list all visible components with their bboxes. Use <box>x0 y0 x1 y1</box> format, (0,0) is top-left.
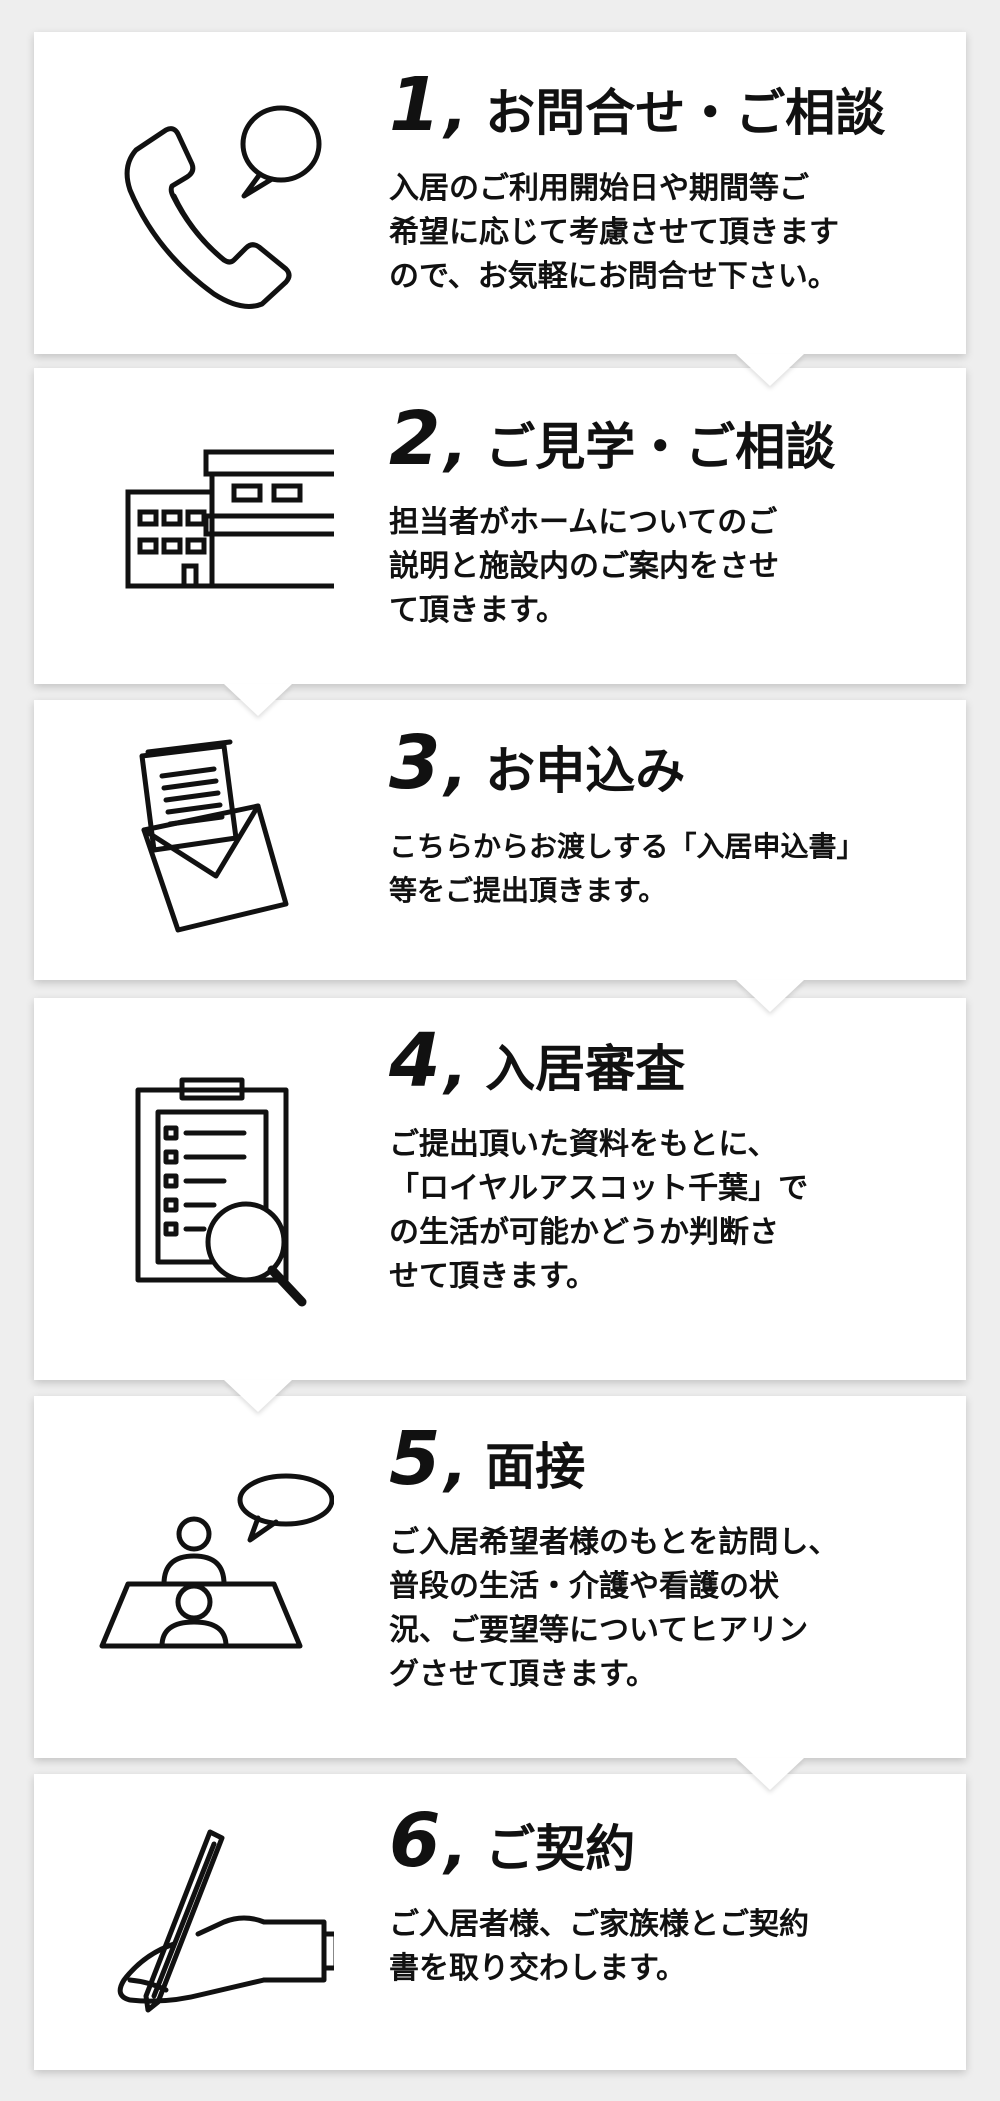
step-number: 1 <box>389 62 440 148</box>
arrow-down-notch <box>736 354 804 386</box>
step-6-text: 6, ご契約 ご入居者様、ご家族様とご契約 書を取り交わします。 <box>389 1804 936 1991</box>
step-5-title: 5, 面接 <box>389 1416 586 1502</box>
step-5-text: 5, 面接 ご入居希望者様のもとを訪問し、 普段の生活・介護や看護の状 況、ご要… <box>389 1422 936 1697</box>
interview-icon <box>74 1456 335 1696</box>
arrow-down-notch <box>736 980 804 1012</box>
step-3-text: 3, お申込み こちらからお渡しする「入居申込書」 等をご提出頂きます。 <box>389 726 936 913</box>
step-number: 4 <box>389 1018 440 1104</box>
step-description: 担当者がホームについてのご 説明と施設内のご案内をさせ て頂きます。 <box>389 505 779 628</box>
step-title: ご見学・ご相談 <box>485 418 836 476</box>
step-5: 5, 面接 ご入居希望者様のもとを訪問し、 普段の生活・介護や看護の状 況、ご要… <box>34 1396 966 1790</box>
clipboard-magnifier-icon <box>74 1070 334 1330</box>
step-4: 4, 入居審査 ご提出頂いた資料をもとに、 「ロイヤルアスコット千葉」で の生活… <box>34 998 966 1412</box>
step-3-title: 3, お申込み <box>389 720 686 806</box>
document-envelope-icon <box>74 726 334 966</box>
step-6-title: 6, ご契約 <box>389 1798 636 1884</box>
building-icon <box>74 410 357 650</box>
step-2: 2, ご見学・ご相談 担当者がホームについてのご 説明と施設内のご案内をさせ て… <box>34 368 966 716</box>
step-title: 入居審査 <box>485 1040 686 1098</box>
step-3: 3, お申込み こちらからお渡しする「入居申込書」 等をご提出頂きます。 <box>34 700 966 1012</box>
step-title: ご契約 <box>485 1820 636 1878</box>
step-number: 6 <box>389 1798 440 1884</box>
step-description: ご提出頂いた資料をもとに、 「ロイヤルアスコット千葉」で の生活が可能かどうか判… <box>389 1127 809 1294</box>
phone-speech-bubble-icon <box>74 72 334 312</box>
step-6: 6, ご契約 ご入居者様、ご家族様とご契約 書を取り交わします。 <box>34 1774 966 2070</box>
step-title: 面接 <box>485 1438 586 1496</box>
signing-hand-icon <box>74 1804 339 2044</box>
step-number: 5 <box>389 1416 440 1502</box>
step-2-title: 2, ご見学・ご相談 <box>389 396 836 482</box>
step-2-text: 2, ご見学・ご相談 担当者がホームについてのご 説明と施設内のご案内をさせ て… <box>389 402 936 633</box>
step-4-text: 4, 入居審査 ご提出頂いた資料をもとに、 「ロイヤルアスコット千葉」で の生活… <box>389 1024 936 1299</box>
step-1-title: 1, お問合せ・ご相談 <box>389 62 886 148</box>
step-title: お問合せ・ご相談 <box>485 84 886 142</box>
step-number: 2 <box>389 396 440 482</box>
step-1: 1, お問合せ・ご相談 入居のご利用開始日や期間等ご 希望に応じて考慮させて頂き… <box>34 32 966 386</box>
step-title: お申込み <box>485 742 686 800</box>
arrow-down-notch <box>224 684 292 716</box>
step-4-title: 4, 入居審査 <box>389 1018 686 1104</box>
step-description: ご入居者様、ご家族様とご契約 書を取り交わします。 <box>389 1907 809 1986</box>
step-number: 3 <box>389 720 440 806</box>
step-description: 入居のご利用開始日や期間等ご 希望に応じて考慮させて頂きます ので、お気軽にお問… <box>389 171 839 294</box>
step-description: こちらからお渡しする「入居申込書」 等をご提出頂きます。 <box>389 830 865 907</box>
arrow-down-notch <box>736 1758 804 1790</box>
step-1-text: 1, お問合せ・ご相談 入居のご利用開始日や期間等ご 希望に応じて考慮させて頂き… <box>389 68 936 299</box>
arrow-down-notch <box>224 1380 292 1412</box>
step-description: ご入居希望者様のもとを訪問し、 普段の生活・介護や看護の状 況、ご要望等について… <box>389 1525 839 1692</box>
